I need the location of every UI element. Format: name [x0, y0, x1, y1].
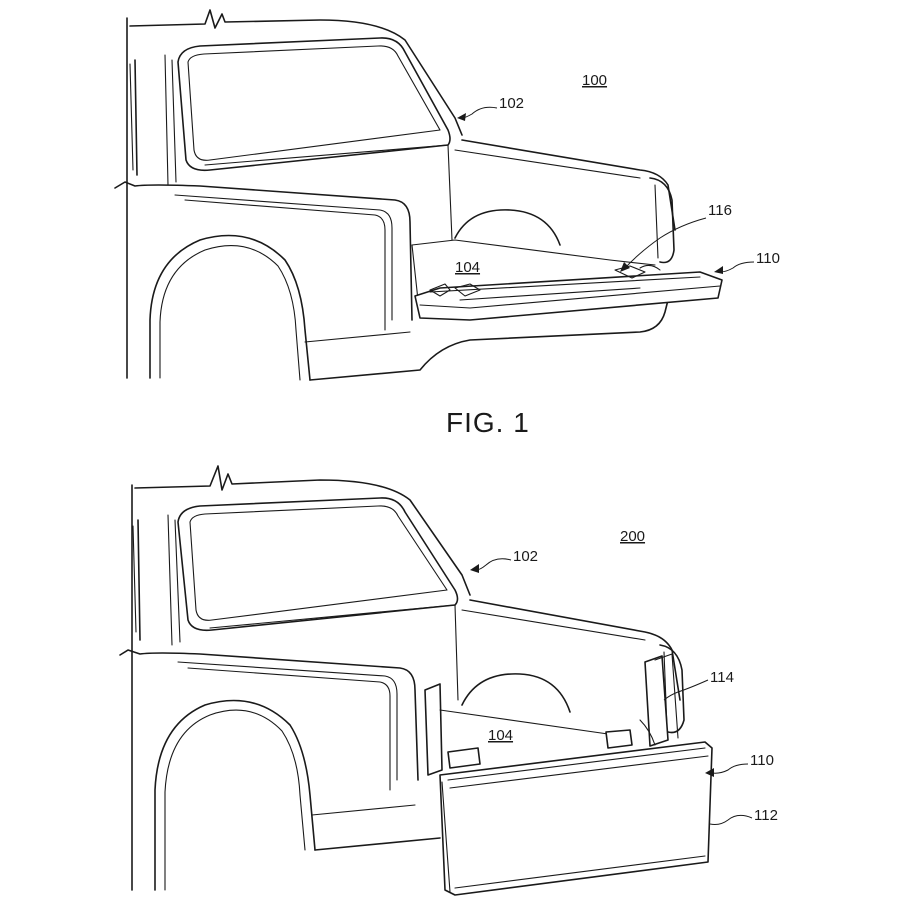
- leader-116-fig1: [624, 217, 707, 269]
- leader-114-fig2: [663, 679, 709, 701]
- figure-2-truck-drawing: [119, 465, 713, 896]
- leader-112-fig2: [709, 814, 753, 825]
- label-116-fig1: 116: [708, 202, 732, 219]
- figure-1-truck-drawing: [114, 9, 723, 381]
- figure-1-caption: FIG. 1: [446, 407, 530, 438]
- leader-110-fig1: [719, 261, 755, 273]
- figure-2-number: 200: [620, 528, 645, 545]
- arrow-102-fig2: [470, 564, 479, 573]
- label-104-fig1: 104: [455, 259, 480, 276]
- figure-1-number: 100: [582, 72, 607, 89]
- label-110-fig1: 110: [756, 250, 780, 267]
- label-104-fig2: 104: [488, 727, 513, 744]
- label-102-fig2: 102: [513, 548, 538, 565]
- label-114-fig2: 114: [710, 669, 734, 686]
- leader-110-fig2: [711, 763, 749, 774]
- arrow-110-fig1: [714, 266, 723, 274]
- leader-102-fig2: [475, 558, 512, 571]
- label-110-fig2: 110: [750, 752, 774, 769]
- arrow-116-fig1: [620, 262, 630, 272]
- label-112-fig2: 112: [754, 807, 778, 824]
- arrow-110-fig2: [705, 768, 714, 777]
- label-102-fig1: 102: [499, 95, 524, 112]
- leader-102-fig1: [461, 106, 498, 119]
- arrow-102-fig1: [457, 113, 466, 121]
